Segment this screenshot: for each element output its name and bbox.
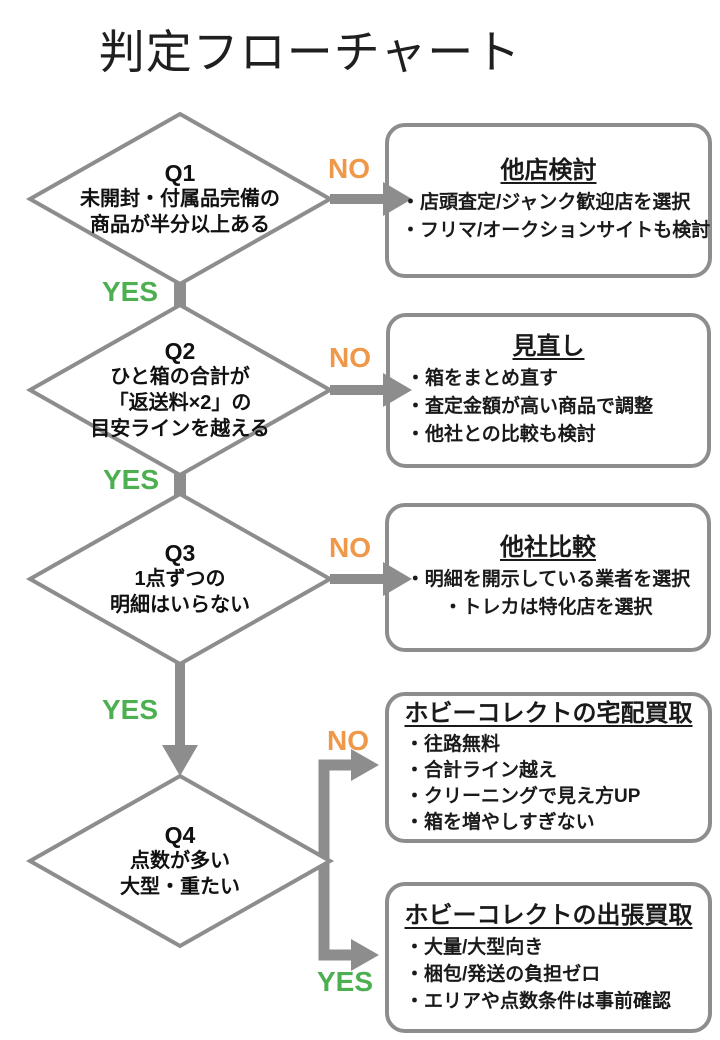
- box-bullet: ・エリアや点数条件は事前確認: [405, 990, 672, 1012]
- q4-diamond-shape: [25, 773, 335, 949]
- box-bullet: ・明細を開示している業者を選択: [405, 569, 691, 590]
- box-bullet: ・往路無料: [405, 734, 501, 755]
- q3-question-line: 明細はいらない: [110, 594, 250, 616]
- box-hobby-collect-mail-in-purchase: ホビーコレクトの宅配買取 ・往路無料 ・合計ライン越え ・クリーニングで見え方U…: [385, 692, 712, 843]
- q2-no-label: NO: [329, 342, 371, 373]
- q1-question-line: 未開封・付属品完備の: [80, 188, 280, 210]
- box-title: 他店検討: [500, 157, 597, 184]
- box-bullet: ・トレカは特化店を選択: [443, 597, 653, 618]
- box-bullet: ・フリマ/オークションサイトも検討: [401, 220, 711, 241]
- q4-yes-label: YES: [316, 966, 374, 997]
- box-bullet: ・店頭査定/ジャンク歓迎店を選択: [401, 192, 691, 213]
- q2-no-arrowhead-icon: [383, 373, 412, 407]
- box-bullet: ・査定金額が高い商品で調整: [406, 396, 654, 417]
- q1-no-label: NO: [328, 153, 370, 184]
- q3-yes-arrow-shaft: [175, 659, 185, 747]
- q1-no-arrowhead-icon: [383, 182, 412, 216]
- box-title: ホビーコレクトの宅配買取: [404, 700, 693, 727]
- q2-label: Q2: [164, 338, 196, 364]
- q1-question-line: 商品が半分以上ある: [90, 214, 270, 236]
- q3-yes-arrowhead-icon: [162, 745, 198, 776]
- q4-no-label: NO: [327, 725, 369, 756]
- box-bullet: ・箱をまとめ直す: [406, 368, 559, 389]
- q2-question-line: 目安ラインを越える: [90, 418, 270, 440]
- q4-no-arrowhead-icon: [351, 749, 379, 781]
- q2-yes-label: YES: [102, 464, 160, 495]
- q1-label: Q1: [164, 160, 196, 186]
- page-title: 判定フローチャート: [98, 26, 522, 78]
- q4-decision-node: Q4 点数が多い 大型・重たい: [30, 776, 330, 946]
- box-bullet: ・クリーニングで見え方UP: [405, 786, 641, 807]
- q1-yes-connector: [174, 278, 186, 309]
- q3-diamond-shape: [25, 491, 335, 667]
- q3-question-line: 1点ずつの: [134, 568, 226, 590]
- box-bullet: ・合計ライン越え: [405, 760, 558, 781]
- q4-label: Q4: [164, 822, 196, 848]
- box-other-store-consideration: 他店検討 ・店頭査定/ジャンク歓迎店を選択 ・フリマ/オークションサイトも検討: [385, 123, 712, 278]
- box-bullet: ・梱包/発送の負担ゼロ: [405, 963, 601, 985]
- box-hobby-collect-visit-purchase: ホビーコレクトの出張買取 ・大量/大型向き ・梱包/発送の負担ゼロ ・エリアや点…: [385, 882, 712, 1033]
- box-bullet: ・箱を増やしすぎない: [405, 812, 595, 833]
- box-title: 見直し: [512, 333, 585, 360]
- q1-no-arrow-shaft: [330, 194, 387, 204]
- q3-yes-label: YES: [101, 694, 159, 725]
- box-title: ホビーコレクトの出張買取: [404, 901, 693, 929]
- q4-question-line: 大型・重たい: [120, 876, 240, 898]
- q1-decision-node: Q1 未開封・付属品完備の 商品が半分以上ある: [30, 114, 330, 284]
- q2-no-arrow-shaft: [330, 385, 387, 395]
- q2-question-line: 「返送料×2」の: [108, 392, 252, 414]
- box-bullet: ・他社との比較も検討: [406, 424, 596, 445]
- q4-yes-arrowhead-icon: [351, 939, 379, 971]
- q3-no-arrowhead-icon: [383, 562, 412, 596]
- q3-label: Q3: [164, 540, 196, 566]
- q1-yes-label: YES: [101, 276, 159, 307]
- q3-decision-node: Q3 1点ずつの 明細はいらない: [30, 494, 330, 664]
- q4-question-line: 点数が多い: [130, 850, 230, 872]
- q2-decision-node: Q2 ひと箱の合計が 「返送料×2」の 目安ラインを越える: [30, 305, 330, 475]
- q2-yes-connector: [174, 469, 186, 500]
- box-title: 他社比較: [500, 534, 596, 561]
- box-review: 見直し ・箱をまとめ直す ・査定金額が高い商品で調整 ・他社との比較も検討: [386, 313, 711, 468]
- q1-diamond-shape: [25, 111, 335, 287]
- q2-question-line: ひと箱の合計が: [110, 366, 250, 388]
- q2-diamond-shape: [25, 302, 335, 478]
- box-bullet: ・大量/大型向き: [405, 936, 544, 958]
- box-competitor-comparison: 他社比較 ・明細を開示している業者を選択 ・トレカは特化店を選択: [385, 503, 711, 652]
- q3-no-label: NO: [329, 532, 371, 563]
- q3-no-arrow-shaft: [330, 574, 387, 584]
